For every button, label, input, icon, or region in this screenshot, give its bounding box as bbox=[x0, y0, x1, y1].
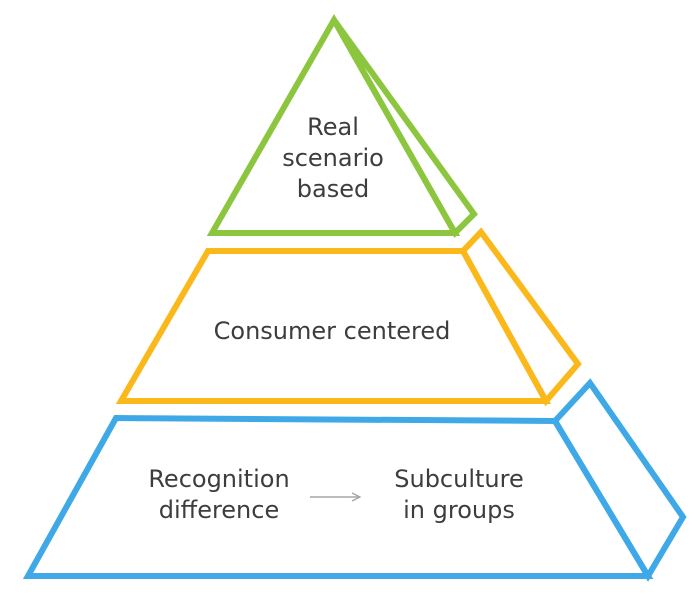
top-tier-label-line-3: based bbox=[297, 175, 369, 203]
middle-tier: Consumer centered bbox=[115, 227, 582, 407]
top-tier-label-line-1: Real bbox=[307, 113, 359, 141]
bottom-tier-side bbox=[551, 378, 687, 582]
top-tier: Real scenario based bbox=[206, 13, 478, 238]
bottom-right-label-line-1: Subculture bbox=[394, 465, 523, 493]
bottom-left-label-line-2: difference bbox=[159, 496, 279, 524]
bottom-left-label-line-1: Recognition bbox=[148, 465, 289, 493]
middle-tier-side bbox=[459, 227, 582, 407]
top-tier-label-line-2: scenario bbox=[282, 144, 384, 172]
top-tier-side bbox=[331, 18, 478, 238]
bottom-right-label-line-2: in groups bbox=[403, 496, 515, 524]
bottom-tier: Recognition difference Subculture in gro… bbox=[22, 378, 687, 582]
middle-tier-label: Consumer centered bbox=[214, 317, 451, 345]
